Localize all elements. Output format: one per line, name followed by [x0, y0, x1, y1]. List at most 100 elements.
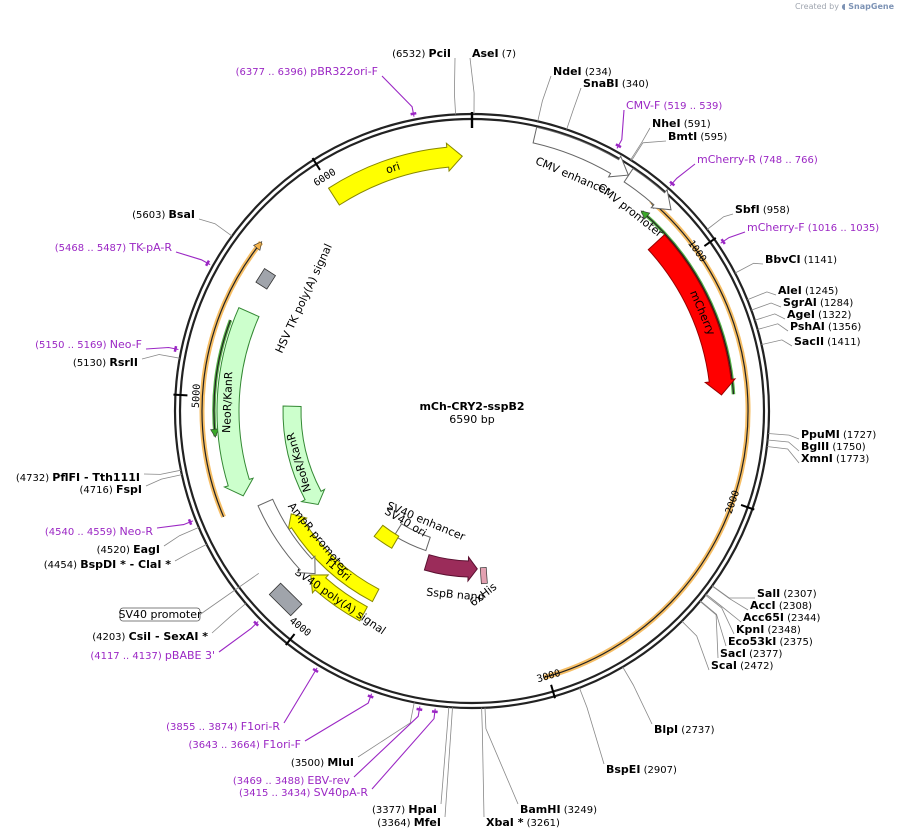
sv40pa-r-label[interactable]: (3415 .. 3434) SV40pA-R: [239, 786, 368, 799]
pflf-label[interactable]: (4732) PflFI - Tth111I: [16, 471, 140, 484]
sac2-label[interactable]: SacII (1411): [794, 335, 861, 348]
cmv-f-leader: [616, 109, 625, 149]
ori-feature[interactable]: [327, 142, 463, 206]
watermark-prefix: Created by: [794, 2, 839, 11]
sv40-polya-feature[interactable]: [310, 574, 368, 622]
f1-ori-feature[interactable]: [287, 513, 380, 603]
ase-label[interactable]: AseI (7): [472, 47, 516, 60]
sspb-nano-feature[interactable]: [423, 554, 478, 583]
bsa-position: (5603): [132, 210, 168, 221]
pbr322ori-f-label[interactable]: (6377 .. 6396) pBR322ori-F: [236, 65, 378, 78]
acc-position: (2308): [776, 601, 813, 612]
plasmid-name: mCh-CRY2-sspB2: [419, 400, 524, 413]
bgl2-position: (1750): [829, 442, 866, 453]
sv40-ori-feature[interactable]: [373, 524, 400, 549]
bgl2-label[interactable]: BglII (1750): [801, 440, 866, 453]
sgra-label[interactable]: SgrAI (1284): [783, 296, 853, 309]
snab-leader: [566, 87, 582, 130]
pci-label[interactable]: (6532) PciI: [392, 47, 451, 60]
tk-pa-r-name: TK-pA-R: [128, 241, 172, 254]
mcherry-feature[interactable]: [647, 234, 737, 396]
nhe-label[interactable]: NheI (591): [652, 117, 711, 130]
hpa-name: HpaI: [408, 803, 437, 816]
tick-mark: [550, 684, 556, 699]
f1ori-f-leader: [304, 693, 373, 742]
tick-mark: [740, 504, 755, 511]
cmv-promoter-feature[interactable]: [623, 167, 672, 211]
age-label[interactable]: AgeI (1322): [787, 308, 851, 321]
mfe-label[interactable]: (3364) MfeI: [377, 816, 441, 829]
ori-label: ori: [384, 160, 402, 177]
sv40-enhancer-feature[interactable]: [393, 523, 431, 552]
hpa-label[interactable]: (3377) HpaI: [372, 803, 437, 816]
mcherry-r-label[interactable]: mCherry-R (748 .. 766): [697, 153, 818, 166]
xmn-position: (1773): [833, 454, 870, 465]
snab-label[interactable]: SnaBI (340): [583, 77, 649, 90]
bspd-label[interactable]: (4454) BspDI * - ClaI *: [44, 558, 171, 571]
pbabe3-leader: [218, 621, 259, 653]
rsr2-label[interactable]: (5130) RsrII: [73, 356, 138, 369]
sal-name: SalI: [757, 587, 780, 600]
ale-label[interactable]: AleI (1245): [778, 284, 838, 297]
mlu-label[interactable]: (3500) MluI: [291, 756, 354, 769]
xba-name: XbaI *: [486, 816, 524, 829]
pbr322ori-f-position: (6377 .. 6396): [236, 67, 311, 78]
csi-label[interactable]: (4203) CsiI - SexAI *: [92, 630, 208, 643]
f1ori-r-label[interactable]: (3855 .. 3874) F1ori-R: [166, 720, 280, 733]
ampr-promoter-feature[interactable]: [257, 498, 316, 575]
acc-label[interactable]: AccI (2308): [750, 599, 812, 612]
nde-label[interactable]: NdeI (234): [553, 65, 612, 78]
ppum-label[interactable]: PpuMI (1727): [801, 428, 876, 441]
nde-position: (234): [582, 67, 612, 78]
neor-outer-feature[interactable]: [216, 307, 260, 497]
bmt-position: (595): [697, 132, 727, 143]
neo-r-name: Neo-R: [119, 525, 153, 538]
sca-label[interactable]: ScaI (2472): [711, 659, 773, 672]
psha-label[interactable]: PshAI (1356): [790, 320, 861, 333]
neo-r-label[interactable]: (4540 .. 4559) Neo-R: [45, 525, 154, 538]
xmn-label[interactable]: XmnI (1773): [801, 452, 869, 465]
f1ori-f-label[interactable]: (3643 .. 3664) F1ori-F: [188, 738, 301, 751]
neo-f-label[interactable]: (5150 .. 5169) Neo-F: [35, 338, 142, 351]
acc65-leader: [705, 593, 742, 623]
kpn-label[interactable]: KpnI (2348): [736, 623, 801, 636]
xba-label[interactable]: XbaI * (3261): [486, 816, 560, 829]
label-layer: (6532) PciI AseI (7) NdeI (234)SnaBI (340)…: [16, 47, 879, 829]
ale-position: (1245): [802, 286, 839, 297]
mcherry-r-name: mCherry-R: [697, 153, 756, 166]
ppum-position: (1727): [840, 430, 877, 441]
mcherry-f-label[interactable]: mCherry-F (1016 .. 1035): [747, 221, 879, 234]
green-neo-arrowhead: [210, 428, 219, 438]
leader-layer: [141, 57, 800, 818]
fsp-label[interactable]: (4716) FspI: [80, 483, 142, 496]
neor-inner-feature[interactable]: [282, 405, 326, 506]
bamh-label[interactable]: BamHI (3249): [520, 803, 597, 816]
bspe-label[interactable]: BspEI (2907): [606, 763, 677, 776]
sal-label[interactable]: SalI (2307): [757, 587, 817, 600]
tick-label: 4000: [287, 616, 313, 640]
acc65-label[interactable]: Acc65I (2344): [743, 611, 820, 624]
tk-pa-r-label[interactable]: (5468 .. 5487) TK-pA-R: [55, 241, 173, 254]
neo-f-leader: [145, 346, 179, 351]
sbf-label[interactable]: SbfI (958): [735, 203, 790, 216]
neo-r-binding-site: [187, 518, 193, 526]
f1ori-f-binding-site: [367, 694, 374, 699]
mcherry-f-binding-site: [720, 238, 726, 245]
ase-leader: [469, 57, 475, 115]
orange-cds-core: [543, 200, 749, 679]
f1ori-r-name: F1ori-R: [241, 720, 281, 733]
cmv-enhancer-feature[interactable]: [532, 126, 630, 178]
cmv-f-label[interactable]: CMV-F (519 .. 539): [626, 99, 722, 112]
bmt-label[interactable]: BmtI (595): [668, 130, 727, 143]
eag-label[interactable]: (4520) EagI: [97, 543, 160, 556]
pbabe3-label[interactable]: (4117 .. 4137) pBABE 3': [90, 649, 215, 662]
bsa-label[interactable]: (5603) BsaI: [132, 208, 195, 221]
snab-position: (340): [619, 79, 649, 90]
bbvc-label[interactable]: BbvCI (1141): [765, 253, 837, 266]
orange-cds-arc: [542, 198, 751, 681]
eco53k-label[interactable]: Eco53kI (2375): [728, 635, 813, 648]
blp-label[interactable]: BlpI (2737): [654, 723, 715, 736]
sac-label[interactable]: SacI (2377): [720, 647, 782, 660]
ebv-rev-label[interactable]: (3469 .. 3488) EBV-rev: [233, 774, 351, 787]
